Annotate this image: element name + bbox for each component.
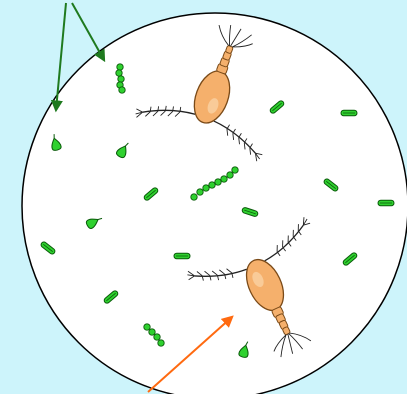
rod-phytoplankton bbox=[341, 110, 357, 116]
rod-phytoplankton bbox=[174, 253, 190, 259]
petri-dish bbox=[22, 13, 407, 394]
rod-phytoplankton bbox=[378, 200, 394, 206]
